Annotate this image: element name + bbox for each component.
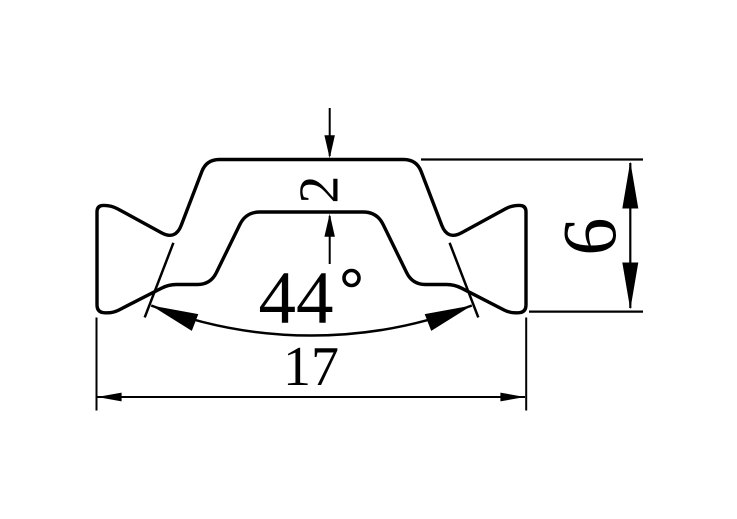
svg-text:2: 2 [289,176,351,204]
svg-text:44: 44 [259,257,334,340]
svg-text:6: 6 [549,218,633,256]
svg-text:17: 17 [283,336,339,398]
